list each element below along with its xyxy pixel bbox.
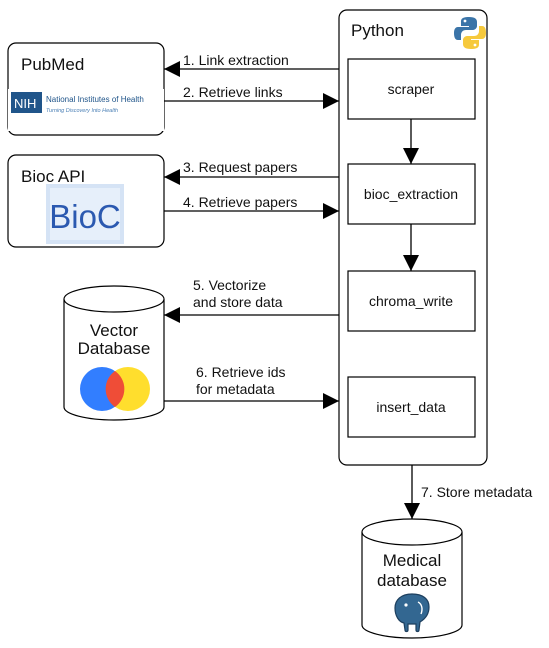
edge-link-extraction-label: 1. Link extraction <box>183 52 289 68</box>
bioc-api-node: Bioc API BioC <box>7 154 165 248</box>
medical-db-title-line1: Medical <box>383 551 442 570</box>
step-bioc-extraction-label: bioc_extraction <box>364 186 458 202</box>
step-chroma-write: chroma_write <box>347 270 476 332</box>
step-scraper: scraper <box>347 58 476 120</box>
edge-vectorize-store-label-2: and store data <box>193 294 283 310</box>
edge-vectorize-store-label-1: 5. Vectorize <box>193 277 266 293</box>
bioc-logo-icon: BioC <box>46 184 124 244</box>
postgres-elephant-icon <box>394 593 430 633</box>
edge-retrieve-links-label: 2. Retrieve links <box>183 84 283 100</box>
edge-retrieve-ids-label-2: for metadata <box>196 381 275 397</box>
step-chroma-write-label: chroma_write <box>369 293 453 309</box>
chroma-logo-icon <box>80 367 150 411</box>
nih-tagline: Turning Discovery Into Health <box>46 108 118 114</box>
step-insert-data-label: insert_data <box>376 399 445 415</box>
medical-db-node: Medical database <box>361 518 463 639</box>
python-node: Python <box>338 9 488 466</box>
edge-store-metadata-label: 7. Store metadata <box>421 484 533 500</box>
nih-logo-icon: NIH National Institutes of Health Turnin… <box>8 89 164 131</box>
nih-badge: NIH <box>14 96 36 111</box>
bioc-logo-text: BioC <box>49 198 121 235</box>
vector-db-node: Vector Database <box>63 285 165 421</box>
edge-request-papers-label: 3. Request papers <box>183 159 297 175</box>
step-scraper-label: scraper <box>388 81 435 97</box>
pubmed-title: PubMed <box>21 55 84 74</box>
bioc-api-title: Bioc API <box>21 167 85 186</box>
python-title: Python <box>351 21 404 40</box>
step-bioc-extraction: bioc_extraction <box>347 163 476 225</box>
medical-db-title-line2: database <box>377 571 447 590</box>
step-insert-data: insert_data <box>347 376 476 438</box>
edge-retrieve-papers-label: 4. Retrieve papers <box>183 194 297 210</box>
nih-name: National Institutes of Health <box>46 95 144 104</box>
vector-db-title-line2: Database <box>78 339 151 358</box>
vector-db-title-line1: Vector <box>90 321 139 340</box>
edge-retrieve-ids-label-1: 6. Retrieve ids <box>196 364 285 380</box>
pubmed-node: PubMed NIH National Institutes of Health… <box>7 42 165 136</box>
python-logo-icon <box>454 17 486 49</box>
